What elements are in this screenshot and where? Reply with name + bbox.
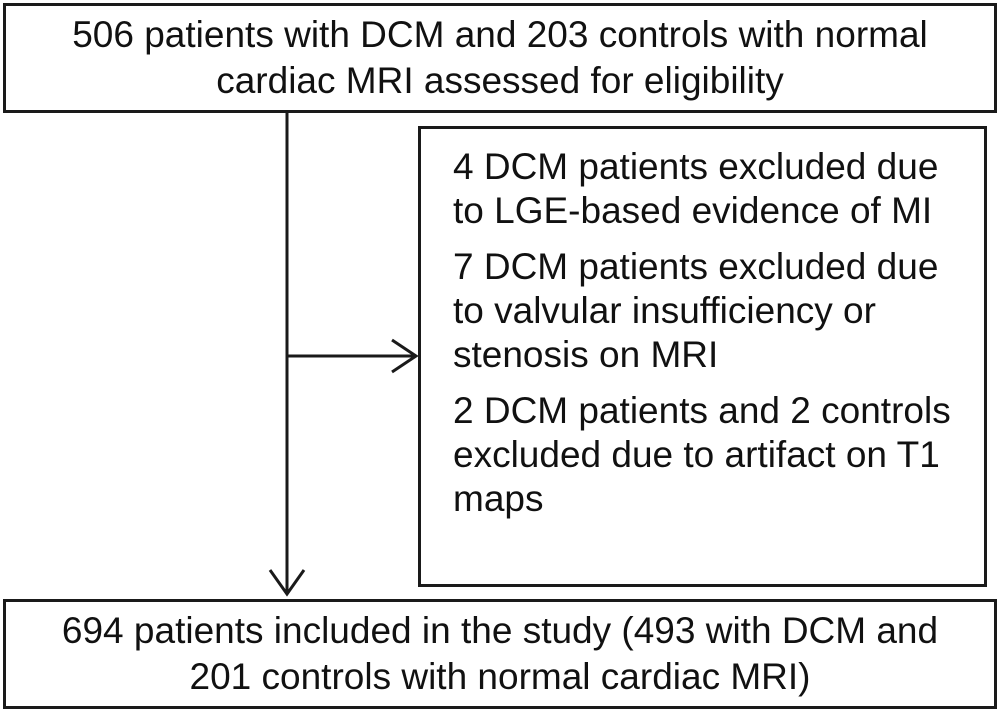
exclusion-item-mi: 4 DCM patients excluded due to LGE-based…: [453, 145, 984, 233]
exclusion-artifact-line-3: maps: [453, 478, 544, 519]
exclusion-item-valvular: 7 DCM patients excluded due to valvular …: [453, 245, 984, 377]
exclusion-item-artifact: 2 DCM patients and 2 controls excluded d…: [453, 389, 984, 521]
exclusion-valvular-line-2: to valvular insufficiency or: [453, 290, 876, 331]
exclusion-mi-line-1: 4 DCM patients excluded due: [453, 146, 939, 187]
exclusion-valvular-line-1: 7 DCM patients excluded due: [453, 246, 939, 287]
included-box: 694 patients included in the study (493 …: [3, 599, 997, 709]
main-flow-arrowhead: [268, 569, 306, 597]
exclusion-artifact-line-1: 2 DCM patients and 2 controls: [453, 390, 951, 431]
exclusion-flow-arrowhead: [391, 338, 419, 374]
exclusion-mi-line-2: to LGE-based evidence of MI: [453, 190, 933, 231]
included-text-line-2: 201 controls with normal cardiac MRI): [189, 656, 811, 697]
eligibility-text-line-2: cardiac MRI assessed for eligibility: [216, 60, 784, 101]
exclusion-artifact-line-2: excluded due to artifact on T1: [453, 434, 940, 475]
exclusion-valvular-line-3: stenosis on MRI: [453, 334, 719, 375]
exclusions-box: 4 DCM patients excluded due to LGE-based…: [418, 126, 987, 587]
eligibility-text-line-1: 506 patients with DCM and 203 controls w…: [72, 14, 928, 55]
eligibility-box: 506 patients with DCM and 203 controls w…: [3, 3, 997, 113]
included-text-line-1: 694 patients included in the study (493 …: [61, 610, 939, 651]
